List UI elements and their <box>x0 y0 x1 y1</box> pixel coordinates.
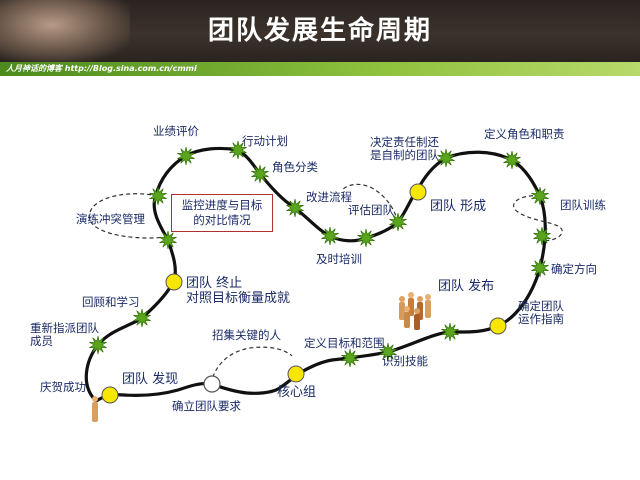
milestone-core-group <box>287 365 305 383</box>
label-conflict-mgmt: 演练冲突管理 <box>76 212 145 226</box>
star-marker <box>251 164 269 184</box>
label-team-release: 团队 发布 <box>438 279 495 294</box>
milestone-team-formation <box>409 183 427 201</box>
label-action-plan: 行动计划 <box>242 134 288 148</box>
label-define-goals: 定义目标和范围 <box>304 336 385 350</box>
label-self-responsibility: 决定责任制还 是自制的团队 <box>370 135 439 162</box>
star-marker <box>503 150 521 170</box>
milestone-recruit-open <box>203 375 221 393</box>
star-marker <box>441 322 459 342</box>
label-improve-process: 改进流程 <box>306 190 352 204</box>
page-title: 团队发展生命周期 <box>207 16 432 46</box>
dashed-connector-recruit <box>210 346 293 385</box>
label-reassign: 重新指派团队 成员 <box>30 321 99 348</box>
label-recruit: 招集关键的人 <box>212 328 281 342</box>
label-confirm-direction: 确定方向 <box>551 262 597 276</box>
star-marker <box>321 226 339 246</box>
milestone-team-release <box>489 317 507 335</box>
milestone-team-discovery <box>101 386 119 404</box>
label-team-training: 团队训练 <box>560 198 606 212</box>
dashed-loop-right <box>512 195 563 242</box>
header-hand-image <box>0 0 130 62</box>
dashed-loop-left <box>88 193 169 241</box>
label-identify-skills: 识别技能 <box>382 354 428 368</box>
star-marker <box>149 186 167 206</box>
milestone-team-end <box>165 273 183 291</box>
star-marker <box>531 186 549 206</box>
dashed-connector-top <box>341 183 399 223</box>
people-group-icon <box>399 292 431 330</box>
label-define-roles: 定义角色和职责 <box>484 127 565 141</box>
label-evaluate-team: 评估团队 <box>348 203 394 217</box>
label-team-end: 团队 终止 对照目标衡量成就 <box>186 276 291 306</box>
label-team-formation: 团队 形成 <box>430 199 487 214</box>
star-marker <box>229 140 247 160</box>
header-green-bar <box>0 62 640 76</box>
star-marker <box>286 198 304 218</box>
label-role-classify: 角色分类 <box>272 160 318 174</box>
star-marker <box>437 148 455 168</box>
label-core-group: 核心组 <box>277 385 317 400</box>
label-performance: 业绩评价 <box>153 124 199 138</box>
label-timely-training: 及时培训 <box>316 252 362 266</box>
star-marker <box>341 348 359 368</box>
star-marker <box>133 308 151 328</box>
lifecycle-path <box>84 146 547 403</box>
label-team-discovery: 团队 发现 <box>122 372 179 387</box>
star-marker <box>357 228 375 248</box>
label-ops-guide: 确定团队 运作指南 <box>518 299 564 326</box>
header-banner: 团队发展生命周期 <box>0 0 640 62</box>
monitor-progress-box: 监控进度与目标 的对比情况 <box>171 194 273 232</box>
star-marker <box>177 146 195 166</box>
label-confirm-requirements: 确立团队要求 <box>172 399 241 413</box>
star-marker <box>159 230 177 250</box>
star-marker <box>89 335 107 355</box>
label-review-learn: 回顾和学习 <box>82 295 140 309</box>
star-marker <box>379 342 397 362</box>
star-marker <box>531 258 549 278</box>
blog-url: 人月神话的博客 http://Blog.sina.com.cn/cmmi <box>6 64 197 73</box>
star-marker <box>389 212 407 232</box>
single-person-icon <box>92 396 98 422</box>
star-marker <box>533 226 551 246</box>
label-celebrate: 庆贺成功 <box>40 380 86 394</box>
